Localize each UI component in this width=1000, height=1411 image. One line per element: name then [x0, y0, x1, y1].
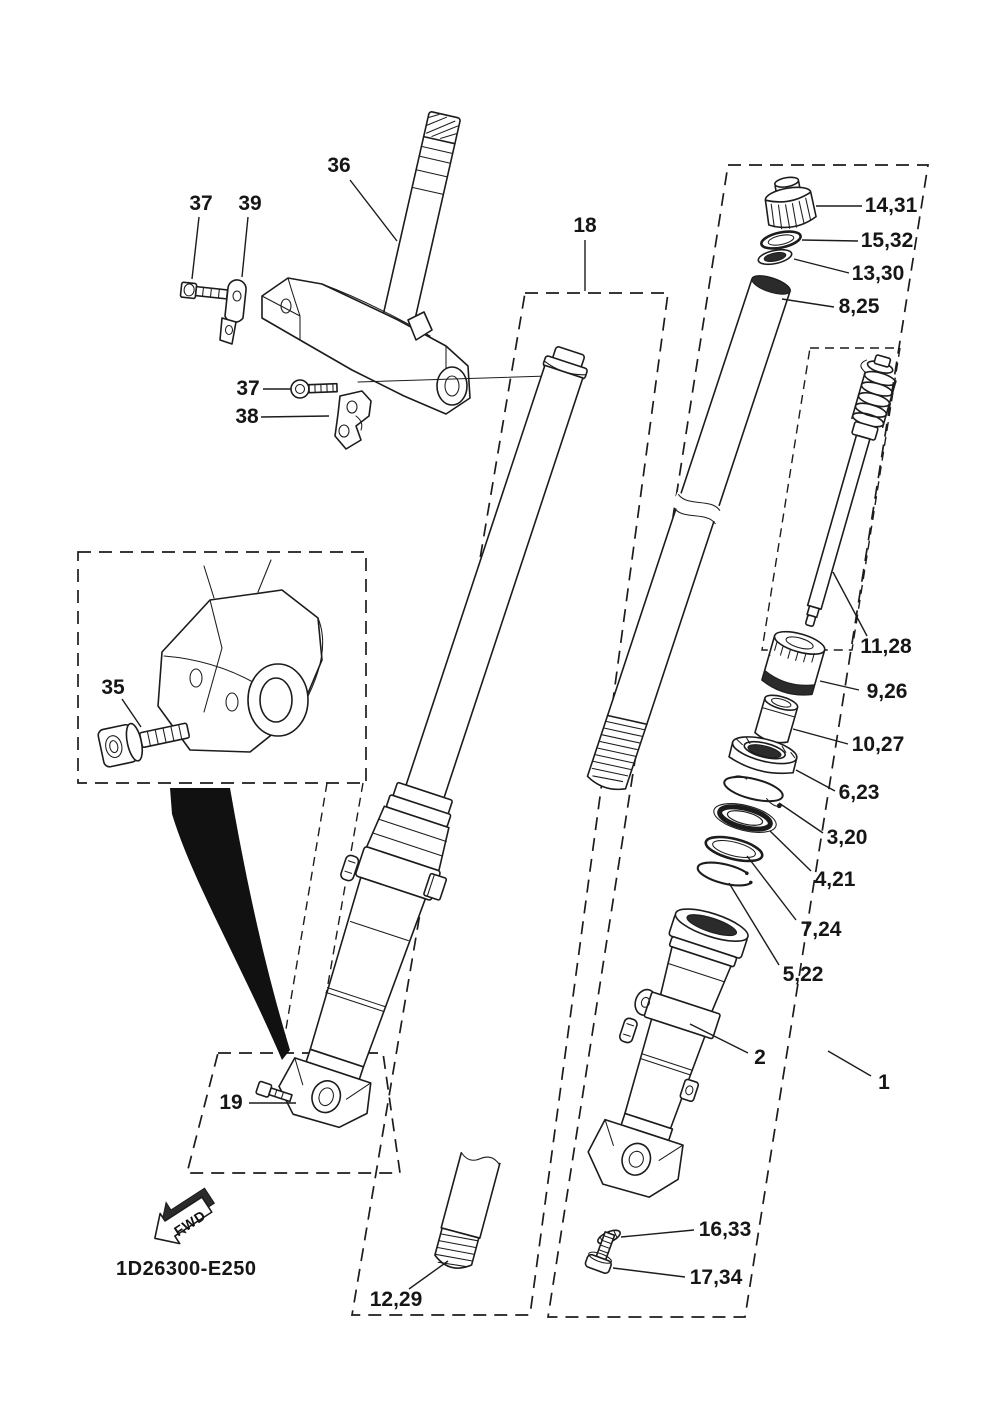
callout-15-32: 15,32 [860, 229, 914, 252]
assembly-box-1-outline [547, 164, 929, 1318]
callout-5-22: 5,22 [782, 963, 824, 986]
callout-17-34: 17,34 [689, 1266, 743, 1289]
o-ring-15-32 [760, 230, 802, 250]
outer-tube-left [305, 781, 453, 1081]
callout-12-29: 12,29 [369, 1288, 423, 1311]
damper-rod-box-outline [761, 347, 901, 651]
inset-bracket-detail [97, 559, 324, 768]
callout-8-25: 8,25 [838, 295, 880, 318]
bolt-17-34 [584, 1231, 616, 1274]
callout-37-upper: 37 [189, 192, 213, 215]
washer-13-30 [757, 248, 793, 266]
callout-38: 38 [235, 405, 259, 428]
assembly-box-18-outline [350, 292, 669, 1316]
callout-39: 39 [238, 192, 262, 215]
diagram-part-code: 1D26300-E250 [116, 1258, 257, 1280]
callout-14-31: 14,31 [864, 194, 918, 217]
callout-19: 19 [219, 1091, 243, 1114]
under-bracket [261, 277, 549, 415]
callout-7-24: 7,24 [800, 918, 842, 941]
callout-13-30: 13,30 [851, 262, 905, 285]
tube-bottom-12-29 [434, 1151, 501, 1269]
inset-detail-box [77, 551, 367, 784]
slide-metal-6-23 [728, 736, 798, 775]
clamp-39 [219, 279, 247, 345]
inner-tube-8-25 [586, 275, 791, 791]
callout-18: 18 [573, 214, 597, 237]
callout-1: 1 [878, 1071, 890, 1094]
seal-spacer-7-24 [704, 835, 764, 863]
callout-11-28: 11,28 [860, 635, 912, 658]
steering-stem [379, 111, 461, 339]
bolt-37-lower [290, 379, 338, 399]
callout-6-23: 6,23 [838, 781, 880, 804]
inner-tube-cap [542, 346, 588, 380]
callout-3-20: 3,20 [826, 826, 868, 849]
clip-5-22 [696, 861, 758, 887]
bracket-38 [334, 390, 372, 450]
washer-3-20 [723, 775, 784, 809]
inset-bolt-35 [97, 722, 191, 768]
fwd-arrow [154, 1187, 216, 1245]
outer-tube-2 [587, 908, 749, 1198]
callout-36: 36 [327, 154, 351, 177]
axle-bracket-left [255, 1057, 372, 1129]
leader-lines [121, 179, 872, 1290]
callout-2: 2 [754, 1046, 766, 1069]
callout-10-27: 10,27 [851, 733, 905, 756]
magnifier-arrow [170, 788, 290, 1060]
pinch-bolt-19 [255, 1080, 293, 1103]
callout-4-21: 4,21 [814, 868, 856, 891]
callout-9-26: 9,26 [866, 680, 908, 703]
oil-lock-10-27 [754, 694, 799, 744]
oil-seal-4-21 [713, 803, 777, 833]
damper-rod-11-28 [804, 354, 897, 627]
cap-bolt-14-31 [764, 176, 817, 230]
callout-35: 35 [101, 676, 125, 699]
fork-leg-left [255, 346, 588, 1129]
callout-37-lower: 37 [236, 377, 260, 400]
callout-16-33: 16,33 [698, 1218, 752, 1241]
piston-9-26 [761, 630, 826, 696]
